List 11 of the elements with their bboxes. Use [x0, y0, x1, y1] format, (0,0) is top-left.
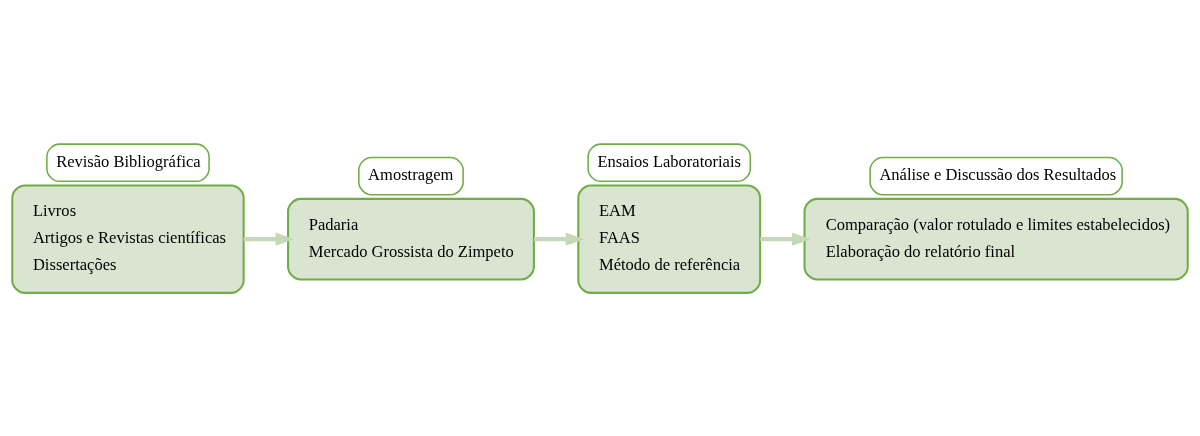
node-box: Comparação (valor rotulado e limites estabelecidos) Elaboração do relatório final: [803, 197, 1189, 280]
node-box: Ensaios Laboratoriais: [587, 142, 752, 182]
node-box: Livros Artigos e Revistas científicas Dissertações: [11, 183, 245, 294]
arrow: [534, 232, 585, 246]
arrow: [760, 232, 811, 246]
node-box: Amostragem: [358, 156, 464, 195]
node-box: EAM FAAS Método de referência: [577, 183, 762, 294]
node-box: Análise e Discussão dos Resultados: [869, 156, 1123, 195]
node-box: Revisão Bibliográfica: [46, 142, 210, 182]
node-box: Padaria Mercado Grossista do Zimpeto: [287, 197, 535, 280]
arrow: [243, 232, 295, 246]
